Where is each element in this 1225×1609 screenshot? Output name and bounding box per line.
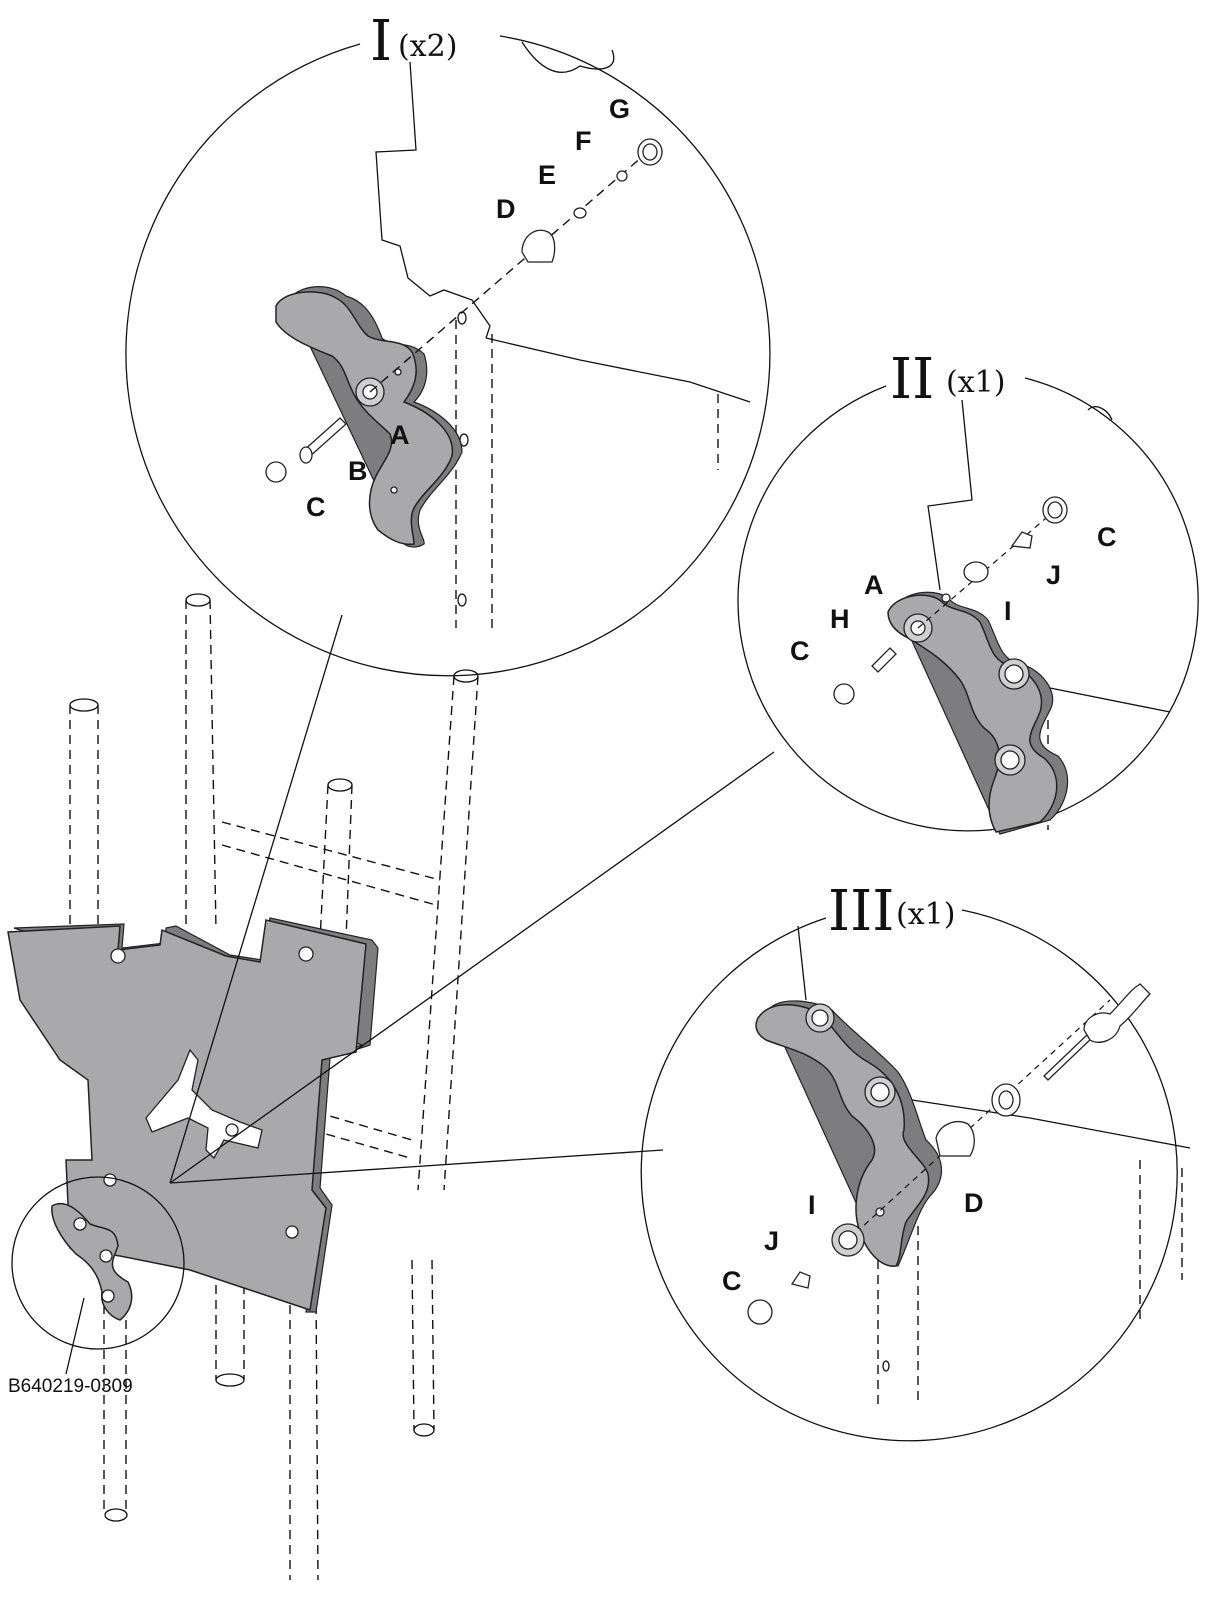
reference-code-label: B640219-0309 [8,1376,133,1397]
detail-I-part-G: G [609,94,630,124]
detail-II-part-C-right: C [1097,522,1117,552]
detail-I-numeral: I [370,9,392,74]
detail-I-part-D: D [496,194,516,224]
detail-III-numeral: III [828,879,894,944]
detail-III-part-J: J [764,1226,779,1256]
main-assembly: B640219-0309 [7,593,479,1581]
detail-II-part-I: I [1004,596,1012,626]
detail-I: I (x2) A B C D E F G [125,9,771,677]
detail-I-part-F: F [575,126,592,156]
detail-III-part-I: I [808,1190,816,1220]
detail-I-quantity: (x2) [398,29,457,64]
detail-III-part-C: C [722,1266,742,1296]
detail-II: II (x1) A H C I J C [737,347,1199,835]
detail-II-part-H: H [830,604,850,634]
detail-I-part-B: B [348,456,368,486]
detail-III-part-D: D [964,1188,984,1218]
detail-III-quantity: (x1) [896,897,955,932]
detail-I-part-C: C [306,492,326,522]
detail-II-part-C-left: C [790,636,810,666]
detail-II-part-A: A [864,570,884,600]
frame-tubes [69,593,479,1581]
reference-bracket-callout: B640219-0309 [8,1176,185,1397]
detail-I-part-A: A [390,420,410,450]
detail-II-numeral: II [890,347,934,412]
detail-III: III (x1) I J C D [640,879,1191,1442]
detail-II-quantity: (x1) [946,365,1005,400]
detail-I-part-E: E [538,160,556,190]
leader-lines [169,614,775,1184]
mounting-plate [7,917,379,1313]
detail-II-part-J: J [1046,560,1061,590]
